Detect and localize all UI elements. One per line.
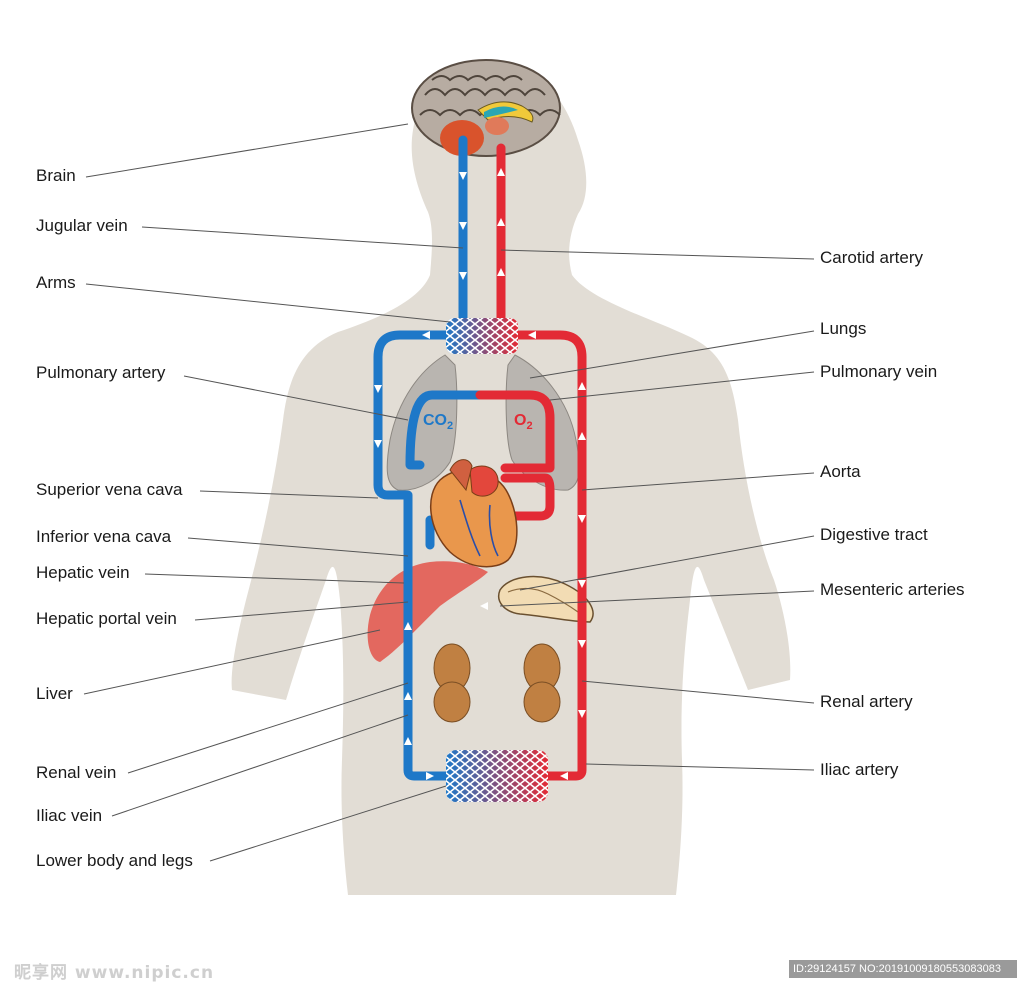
liver-illustration: [367, 561, 488, 662]
co2-label: CO2: [423, 412, 453, 432]
o2-subscript: 2: [526, 420, 533, 433]
label-iliac-vein: Iliac vein: [36, 806, 103, 825]
brain-illustration: [411, 59, 561, 157]
co2-main: CO: [423, 412, 447, 429]
label-mesenteric-arteries: Mesenteric arteries: [820, 580, 965, 599]
lungs-illustration: [386, 354, 580, 491]
label-pulmonary-artery: Pulmonary artery: [36, 363, 166, 382]
label-hepatic-portal-vein: Hepatic portal vein: [36, 609, 177, 628]
label-lungs: Lungs: [820, 319, 867, 338]
o2-label: O2: [514, 412, 533, 432]
leader-lines: [83, 123, 815, 862]
label-brain: Brain: [36, 166, 76, 185]
label-aorta: Aorta: [820, 462, 861, 481]
watermark-id-bar: ID:29124157 NO:20191009180553083083: [789, 960, 1017, 978]
heart-illustration: [429, 459, 518, 568]
label-liver: Liver: [36, 684, 73, 703]
label-renal-vein: Renal vein: [36, 763, 117, 782]
label-pulmonary-vein: Pulmonary vein: [820, 362, 938, 381]
capillary-beds: [446, 318, 548, 802]
o2-main: O: [514, 412, 527, 429]
label-superior-vena-cava: Superior vena cava: [36, 480, 183, 499]
label-renal-artery: Renal artery: [820, 692, 913, 711]
watermark-left: 昵享网 www.nipic.cn: [14, 963, 215, 983]
label-jugular-vein: Jugular vein: [36, 216, 128, 235]
label-lower-body-and-legs: Lower body and legs: [36, 851, 193, 870]
flow-arrows: [374, 168, 586, 780]
label-hepatic-vein: Hepatic vein: [36, 563, 130, 582]
label-carotid-artery: Carotid artery: [820, 248, 923, 267]
label-digestive-tract: Digestive tract: [820, 525, 928, 544]
label-iliac-artery: Iliac artery: [820, 760, 899, 779]
label-inferior-vena-cava: Inferior vena cava: [36, 527, 172, 546]
label-arms: Arms: [36, 273, 76, 292]
co2-subscript: 2: [447, 420, 454, 433]
